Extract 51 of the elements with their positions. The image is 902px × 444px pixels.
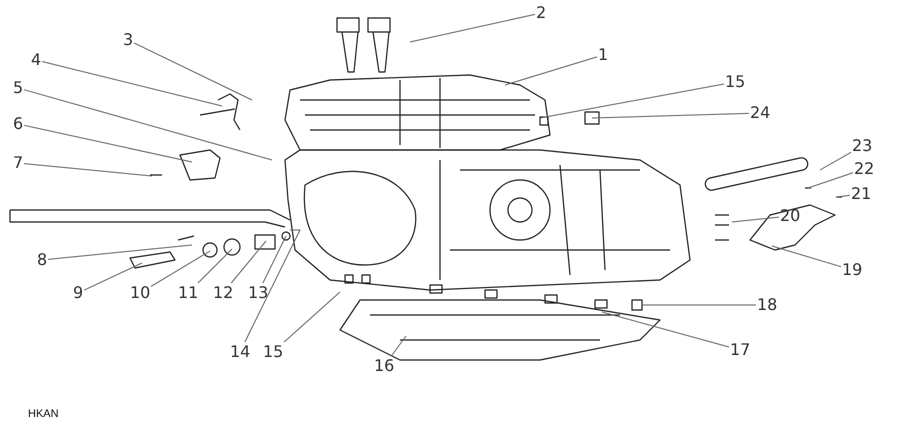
leader-line bbox=[42, 60, 222, 106]
leader-line bbox=[540, 84, 724, 118]
callout-number: 10 bbox=[130, 284, 150, 302]
callout-number: 21 bbox=[851, 185, 872, 203]
callout-number: 11 bbox=[178, 284, 198, 302]
callout-number: 15 bbox=[725, 73, 746, 91]
callout-number: 14 bbox=[230, 343, 250, 361]
callout-number: 22 bbox=[854, 160, 874, 178]
callout-number: 6 bbox=[13, 115, 24, 133]
leader-line bbox=[772, 246, 842, 268]
leader-line bbox=[504, 56, 598, 86]
callout-number: 16 bbox=[374, 357, 394, 375]
callout-number: 4 bbox=[31, 51, 42, 69]
callout-number: 12 bbox=[213, 284, 234, 302]
leader-line bbox=[24, 163, 152, 176]
leader-line bbox=[244, 230, 301, 342]
callout-number: 17 bbox=[730, 341, 750, 359]
leader-line bbox=[24, 89, 272, 160]
leader-line bbox=[48, 244, 192, 260]
callout-number: 2 bbox=[536, 4, 546, 22]
leader-line bbox=[642, 304, 756, 306]
leader-line bbox=[836, 194, 850, 198]
callout-number: 18 bbox=[757, 296, 778, 314]
callout-number: 3 bbox=[123, 31, 134, 49]
leader-line bbox=[284, 292, 340, 343]
leader-line bbox=[808, 172, 854, 188]
callout-number: 7 bbox=[13, 154, 24, 172]
leader-line bbox=[230, 240, 266, 284]
callout-number: 1 bbox=[598, 46, 608, 64]
leader-line bbox=[134, 42, 252, 100]
callout-number: 24 bbox=[750, 104, 770, 122]
leader-line bbox=[820, 152, 852, 170]
leader-line bbox=[24, 124, 192, 162]
callout-number: 8 bbox=[37, 251, 48, 269]
leader-line bbox=[390, 336, 406, 356]
callout-number: 5 bbox=[13, 79, 24, 97]
callout-number: 9 bbox=[73, 284, 84, 302]
callout-number: 19 bbox=[842, 261, 862, 279]
drawing-code: HKAN bbox=[28, 408, 59, 420]
leader-line bbox=[602, 312, 730, 348]
callout-number: 15 bbox=[263, 343, 284, 361]
leader-line bbox=[150, 250, 210, 287]
callout-number: 23 bbox=[852, 137, 872, 155]
leader-line bbox=[410, 14, 536, 42]
callout-number: 20 bbox=[780, 207, 800, 225]
leader-line bbox=[592, 112, 750, 118]
leader-line bbox=[198, 248, 232, 284]
leader-line bbox=[84, 262, 142, 291]
leader-line bbox=[732, 216, 780, 222]
leader-line bbox=[262, 236, 286, 284]
callout-number: 13 bbox=[248, 284, 268, 302]
